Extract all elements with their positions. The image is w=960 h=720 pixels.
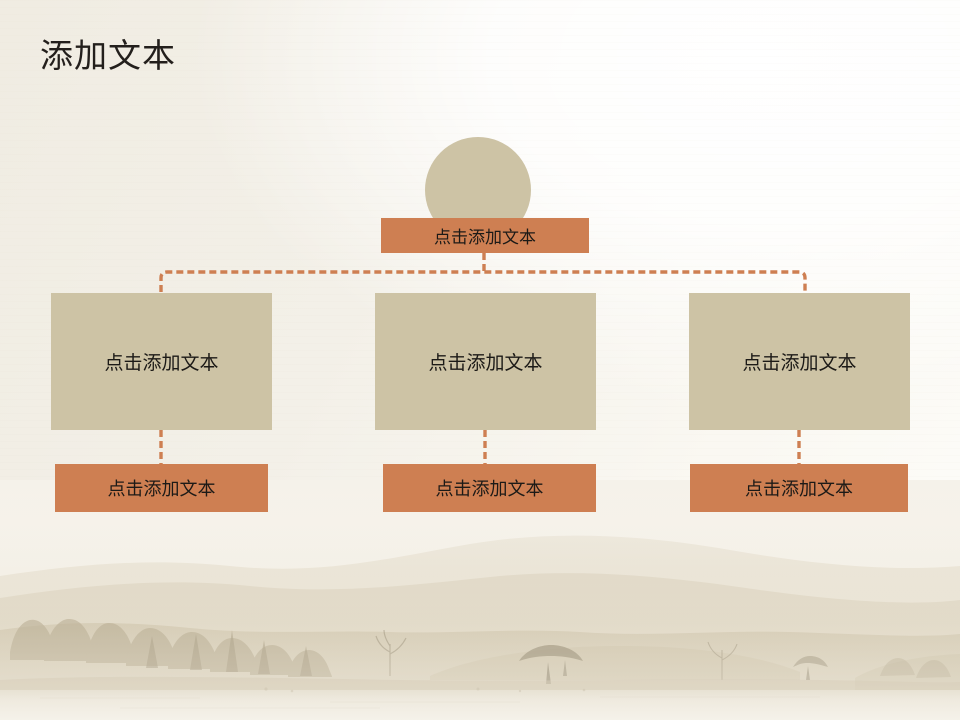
- node-middle-3-label: 点击添加文本: [742, 352, 857, 374]
- node-top[interactable]: 点击添加文本: [381, 218, 589, 253]
- node-bottom-2[interactable]: 点击添加文本: [383, 464, 596, 512]
- node-bottom-2-label: 点击添加文本: [435, 479, 544, 500]
- connector-horizontal-bus: [159, 270, 807, 292]
- node-bottom-1[interactable]: 点击添加文本: [55, 464, 268, 512]
- page-title: 添加文本: [40, 36, 176, 75]
- node-top-label: 点击添加文本: [434, 228, 536, 248]
- node-bottom-3-label: 点击添加文本: [745, 479, 853, 500]
- node-middle-2-label: 点击添加文本: [428, 352, 543, 374]
- node-middle-3[interactable]: 点击添加文本: [689, 293, 910, 430]
- node-middle-1[interactable]: 点击添加文本: [51, 293, 272, 430]
- node-bottom-3[interactable]: 点击添加文本: [690, 464, 908, 512]
- node-bottom-1-label: 点击添加文本: [107, 479, 216, 500]
- node-middle-2[interactable]: 点击添加文本: [375, 293, 596, 430]
- node-middle-1-label: 点击添加文本: [104, 352, 219, 374]
